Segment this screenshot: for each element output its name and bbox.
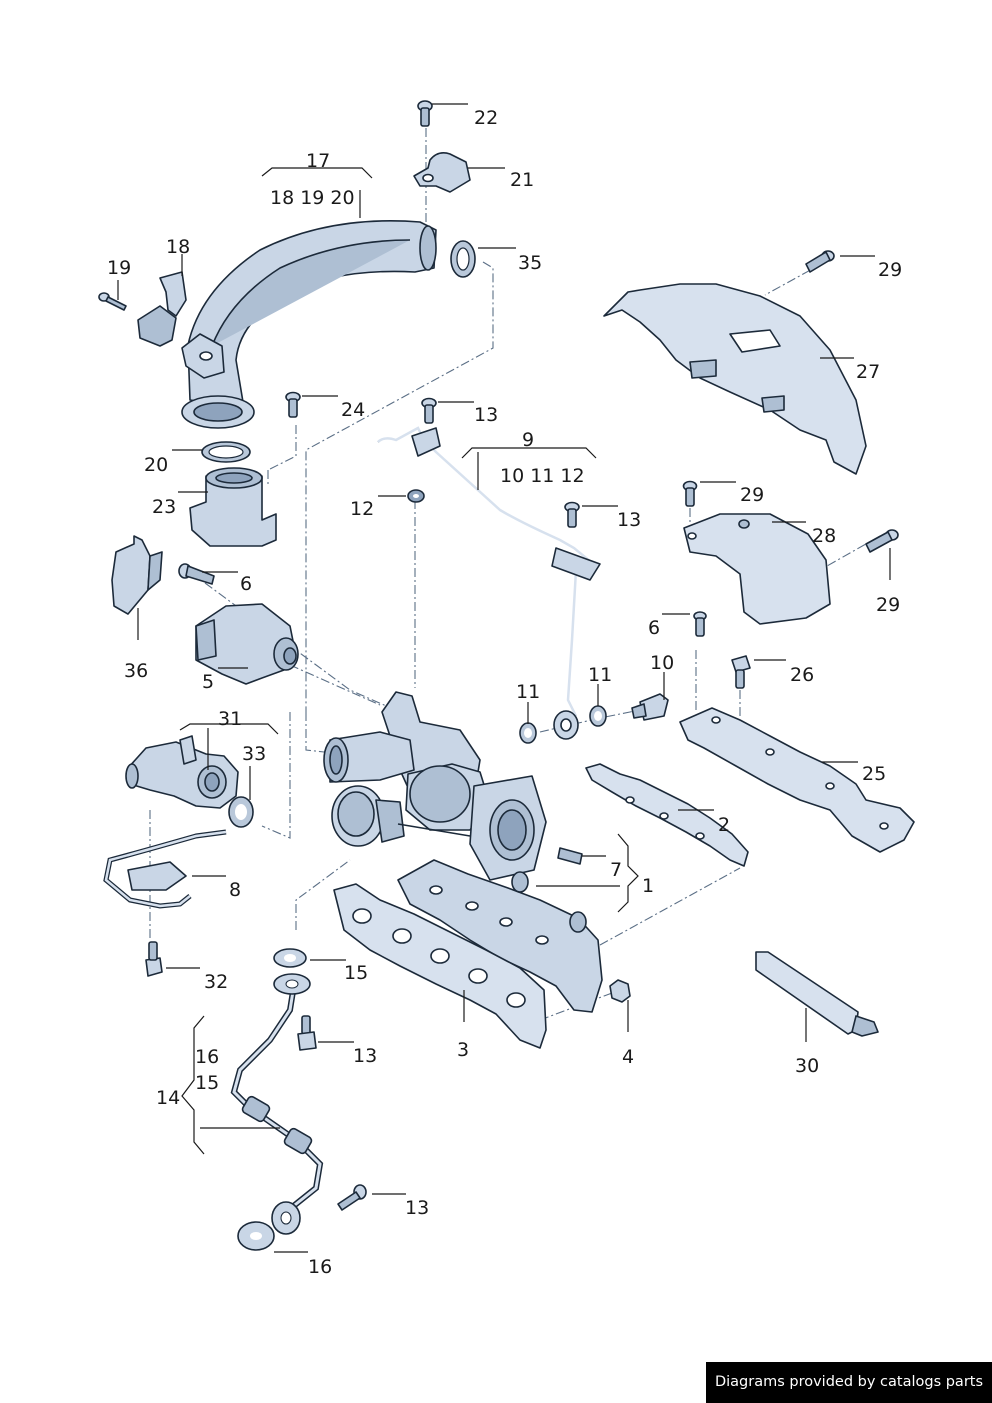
bolt-32 <box>145 941 163 977</box>
callout-22: 22 <box>474 107 498 129</box>
charge-air-pipe-17 <box>181 220 437 429</box>
callout-4: 4 <box>622 1046 634 1068</box>
callout-29-mid: 29 <box>740 484 764 506</box>
callout-13-lower: 13 <box>353 1045 377 1067</box>
callout-29-top: 29 <box>878 259 902 281</box>
bolt-26 <box>731 655 751 689</box>
turbocharger-1 <box>323 691 603 1013</box>
connecting-pipe-23 <box>189 467 277 547</box>
bolt-29-mid <box>682 480 698 507</box>
callout-1: 1 <box>642 875 654 897</box>
bracket-25 <box>679 707 915 853</box>
callout-3: 3 <box>457 1039 469 1061</box>
pressure-sensor-18 <box>137 271 187 347</box>
heat-shield-28 <box>683 513 831 625</box>
gasket-16 <box>237 1221 275 1251</box>
sealant-tube-30 <box>755 951 879 1037</box>
bolt-6-left <box>178 563 215 585</box>
callout-9-sub: 10 11 12 <box>500 465 585 487</box>
callout-9: 9 <box>522 429 534 451</box>
vacuum-line-8 <box>103 829 227 909</box>
callout-23: 23 <box>152 496 176 518</box>
callout-31: 31 <box>218 708 242 730</box>
callout-17-sub: 18 19 20 <box>270 187 355 209</box>
callout-28: 28 <box>812 525 836 547</box>
o-ring-33 <box>228 796 254 828</box>
callout-11-left: 11 <box>516 681 540 703</box>
valve-36 <box>111 535 163 615</box>
bolt-13-bottom <box>337 1184 367 1211</box>
callout-12: 12 <box>350 498 374 520</box>
callout-20: 20 <box>144 454 168 476</box>
oil-return-line-14 <box>230 973 324 1235</box>
boost-valve-5 <box>195 603 299 685</box>
bolt-24 <box>285 391 301 418</box>
callout-27: 27 <box>856 361 880 383</box>
callout-36: 36 <box>124 660 148 682</box>
screw-19 <box>98 292 127 311</box>
bracket-clamp-21 <box>413 152 471 193</box>
callout-33: 33 <box>242 743 266 765</box>
bolt-29-top <box>805 250 835 273</box>
gasket-2 <box>585 763 749 867</box>
callout-19: 19 <box>107 257 131 279</box>
callout-16-top: 16 <box>195 1046 219 1068</box>
heat-shield-27 <box>603 283 867 475</box>
callout-35: 35 <box>518 252 542 274</box>
callout-5: 5 <box>202 671 214 693</box>
credit-banner: Diagrams provided by catalogs parts <box>706 1362 992 1403</box>
seal-ring-11-right <box>589 705 607 727</box>
callout-24: 24 <box>341 399 365 421</box>
callout-6-right: 6 <box>648 617 660 639</box>
callout-21: 21 <box>510 169 534 191</box>
gasket-15 <box>273 948 307 968</box>
bolt-13-top <box>421 397 437 424</box>
callout-labels: 22 21 17 18 19 20 35 18 19 29 27 24 13 9… <box>107 107 902 1278</box>
o-ring-20 <box>201 441 251 463</box>
bolt-22 <box>417 100 433 127</box>
bolt-29-right <box>865 529 899 553</box>
oil-supply-line-9 <box>377 426 601 740</box>
callout-8: 8 <box>229 879 241 901</box>
callout-2: 2 <box>718 814 730 836</box>
callout-13-top: 13 <box>474 404 498 426</box>
callout-10: 10 <box>650 652 674 674</box>
nut-4 <box>609 979 631 1003</box>
callout-18: 18 <box>166 236 190 258</box>
callout-13-bottom: 13 <box>405 1197 429 1219</box>
callout-6-left: 6 <box>240 573 252 595</box>
bolt-6-right <box>693 611 707 637</box>
stud-7 <box>557 847 583 865</box>
seal-ring-11-left <box>519 722 537 744</box>
callout-16-bottom: 16 <box>308 1256 332 1278</box>
o-ring-35 <box>450 240 476 278</box>
callout-17: 17 <box>306 150 330 172</box>
bolt-13-lower <box>297 1015 317 1051</box>
callout-26: 26 <box>790 664 814 686</box>
banjo-bolt-10 <box>631 693 669 721</box>
gasket-3 <box>333 883 547 1049</box>
seal-12 <box>407 489 425 503</box>
callout-30: 30 <box>795 1055 819 1077</box>
callout-14: 14 <box>156 1087 180 1109</box>
bolt-13-mid <box>564 501 580 528</box>
callout-7: 7 <box>610 859 622 881</box>
callout-11-right: 11 <box>588 664 612 686</box>
callout-15-top: 15 <box>344 962 368 984</box>
callout-15-left: 15 <box>195 1072 219 1094</box>
leader-lines <box>117 103 891 1253</box>
callout-32: 32 <box>204 971 228 993</box>
callout-29-right: 29 <box>876 594 900 616</box>
callout-25: 25 <box>862 763 886 785</box>
callout-13-mid: 13 <box>617 509 641 531</box>
wastegate-housing-31 <box>125 735 239 809</box>
